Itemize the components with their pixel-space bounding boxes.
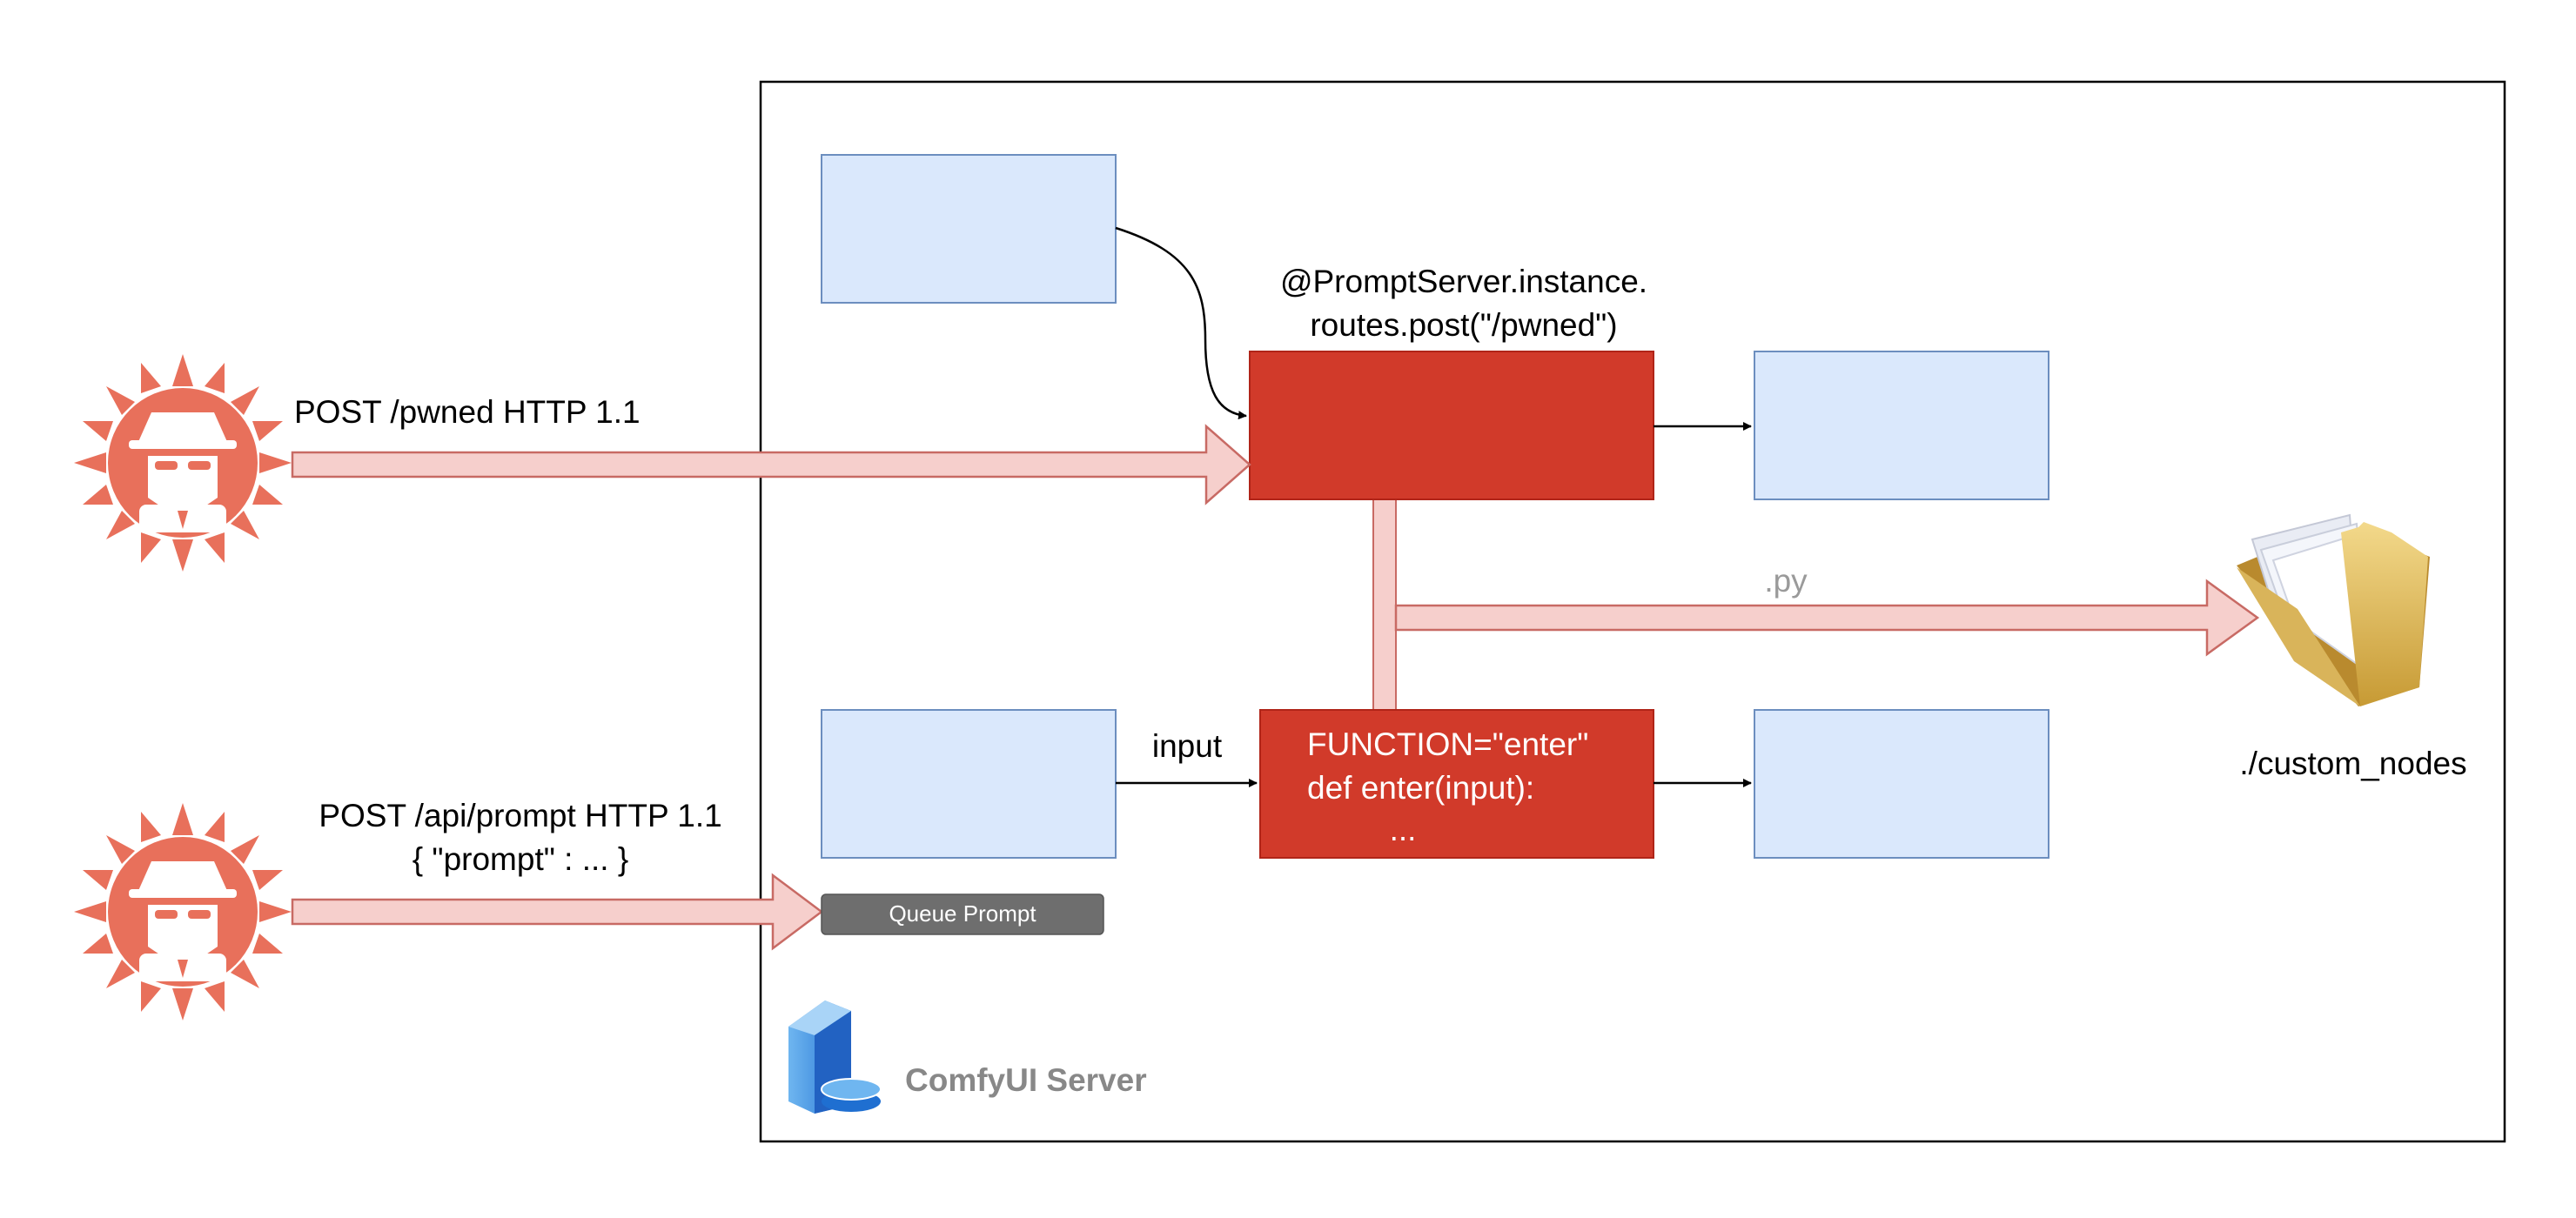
- server-label: ComfyUI Server: [905, 1062, 1147, 1098]
- route-handler-node[interactable]: [1249, 351, 1654, 500]
- node-box-top-right[interactable]: [1754, 351, 2049, 500]
- input-label: input: [1152, 728, 1223, 764]
- node-code-line1: FUNCTION="enter": [1307, 726, 1588, 762]
- custom-nodes-label: ./custom_nodes: [2239, 746, 2466, 781]
- prompt-request-arrow: [291, 873, 824, 951]
- route-decorator-line2: routes.post("/pwned"): [1310, 307, 1617, 343]
- file-write-label: .py: [1764, 563, 1808, 599]
- node-code-line3: ...: [1390, 812, 1417, 847]
- route-decorator-line1: @PromptServer.instance.: [1280, 264, 1647, 299]
- node-box-bottom-left[interactable]: [821, 709, 1117, 859]
- malicious-node[interactable]: [1259, 709, 1654, 859]
- pwned-request-arrow: [291, 424, 1251, 505]
- hacker-icon: [74, 354, 292, 572]
- prompt-request-body: { "prompt" : ... }: [413, 841, 628, 877]
- hacker-icon: [74, 803, 292, 1021]
- node-code-line2: def enter(input):: [1307, 770, 1534, 806]
- prompt-request-label: POST /api/prompt HTTP 1.1: [319, 798, 721, 833]
- route-to-node-connector: [1372, 499, 1397, 711]
- node-box-bottom-right[interactable]: [1754, 709, 2049, 859]
- node-box-top-left[interactable]: [821, 154, 1117, 304]
- pwned-request-label: POST /pwned HTTP 1.1: [294, 394, 641, 430]
- top-left-to-route-arrow: [1115, 226, 1247, 420]
- write-py-arrow: [1394, 579, 2260, 657]
- queue-prompt-button[interactable]: [821, 893, 1104, 935]
- folder-icon: [2237, 513, 2430, 706]
- server-icon: [788, 1000, 882, 1114]
- queue-prompt-label: Queue Prompt: [889, 900, 1036, 927]
